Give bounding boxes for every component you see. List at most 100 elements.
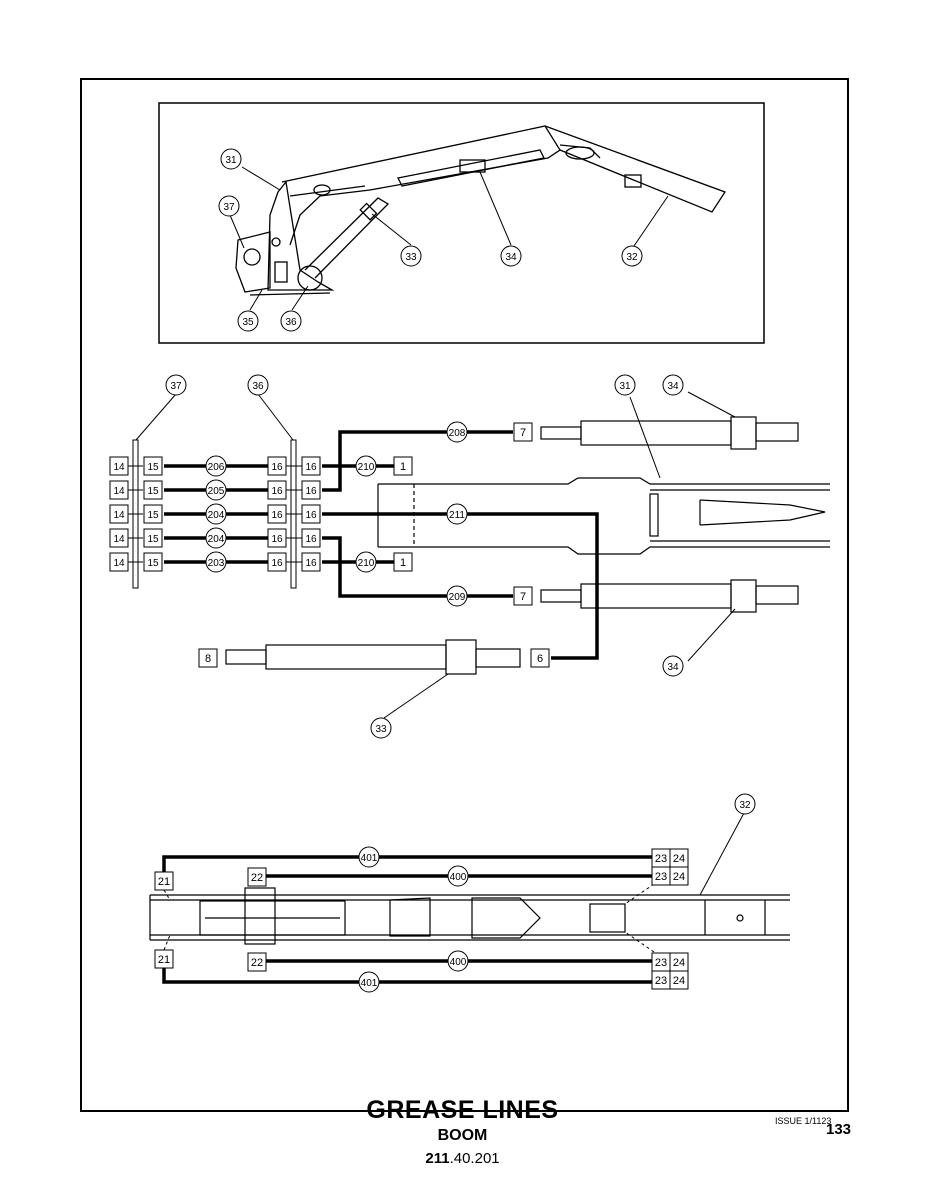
callout-34: 34: [500, 245, 522, 267]
box-connectors: [128, 465, 302, 563]
fitting-16-row1: 16: [267, 456, 287, 476]
svg-text:203: 203: [208, 558, 225, 569]
hose-204-row3: 204: [205, 503, 227, 525]
svg-text:34: 34: [505, 252, 517, 263]
svg-text:16: 16: [271, 558, 283, 569]
svg-text:15: 15: [147, 558, 159, 569]
callout-34-upper: 34: [662, 374, 684, 396]
fitting-1-lower: 1: [393, 552, 413, 572]
fitting-16-row3: 16: [301, 504, 321, 524]
overview-inset: 31 37 33 34 32 35 36: [158, 102, 765, 344]
page-frame: [80, 78, 849, 1112]
diagram-title: GREASE LINES: [366, 1096, 559, 1124]
fitting-23-row2: 23: [651, 866, 671, 886]
svg-text:8: 8: [205, 653, 211, 665]
svg-text:16: 16: [305, 486, 317, 497]
svg-text:7: 7: [520, 591, 526, 603]
svg-text:209: 209: [449, 592, 466, 603]
overview-frame: [158, 102, 765, 344]
cylinder-lower: [540, 579, 799, 613]
extension-boom-section: 401 400 400 401 21 22 21 22 23 24 23 24 …: [149, 793, 790, 993]
hose-208: 208: [446, 421, 468, 443]
svg-text:205: 205: [208, 486, 225, 497]
extension-hose-labels: 401 400 400 401: [358, 846, 469, 993]
leader-34-upper: [687, 391, 736, 418]
fitting-24-row1: 24: [669, 848, 689, 868]
schematic-callouts: 37 36 31 34 34 33: [165, 374, 684, 739]
hose-labels: 208 210 211 210 209: [355, 421, 468, 607]
hose-400-lower: 400: [447, 950, 469, 972]
callout-32: 32: [621, 245, 643, 267]
fitting-16-row1: 16: [301, 456, 321, 476]
leader-32: [699, 812, 745, 896]
leader-36: [257, 393, 294, 441]
cylinder-upper: [540, 416, 799, 450]
section-number-rest: .40.201: [449, 1150, 500, 1167]
svg-text:204: 204: [208, 534, 225, 545]
fitting-14-row1: 14: [109, 456, 129, 476]
fitting-1-upper: 1: [393, 456, 413, 476]
fitting-7-lower: 7: [513, 586, 533, 606]
svg-text:31: 31: [619, 381, 631, 392]
svg-text:14: 14: [113, 486, 125, 497]
fitting-7-upper: 7: [513, 422, 533, 442]
hose-203-row5: 203: [205, 551, 227, 573]
svg-text:401: 401: [361, 853, 378, 864]
leader-31: [629, 396, 661, 479]
svg-text:211: 211: [449, 510, 465, 521]
svg-text:14: 14: [113, 510, 125, 521]
fitting-15-row3: 15: [143, 504, 163, 524]
boom-illustration: [235, 125, 726, 296]
svg-text:33: 33: [405, 252, 417, 263]
fitting-24-row4: 24: [669, 970, 689, 990]
svg-text:24: 24: [673, 957, 685, 969]
section-number: 211.40.201: [0, 1150, 925, 1167]
hose-204-row4: 204: [205, 527, 227, 549]
fitting-14-row4: 14: [109, 528, 129, 548]
fitting-23-row1: 23: [651, 848, 671, 868]
extension-dashed-leaders: [163, 883, 655, 953]
svg-text:24: 24: [673, 975, 685, 987]
hose-400-upper: 400: [447, 865, 469, 887]
svg-text:34: 34: [667, 662, 679, 673]
svg-text:15: 15: [147, 534, 159, 545]
fitting-22-upper: 22: [247, 867, 267, 887]
svg-text:21: 21: [158, 876, 170, 888]
fitting-21-lower: 21: [154, 949, 174, 969]
fitting-15-row2: 15: [143, 480, 163, 500]
fitting-16-row5: 16: [267, 552, 287, 572]
fitting-14-row5: 14: [109, 552, 129, 572]
svg-text:400: 400: [450, 872, 467, 883]
callout-33: 33: [370, 717, 392, 739]
svg-text:31: 31: [225, 155, 237, 166]
fitting-23-row3: 23: [651, 952, 671, 972]
svg-text:16: 16: [271, 510, 283, 521]
svg-text:15: 15: [147, 510, 159, 521]
overview-callouts: 31 37 33 34 32 35 36: [218, 148, 643, 332]
svg-text:16: 16: [271, 462, 283, 473]
svg-text:6: 6: [537, 653, 543, 665]
svg-text:35: 35: [242, 317, 254, 328]
svg-text:400: 400: [450, 957, 467, 968]
grease-lines: [164, 430, 599, 660]
svg-text:16: 16: [305, 558, 317, 569]
svg-text:14: 14: [113, 558, 125, 569]
callout-34-lower: 34: [662, 655, 684, 677]
hose-401-lower: 401: [358, 971, 380, 993]
fitting-24-row2: 24: [669, 866, 689, 886]
schematic-fittings: 7 1 1 7 8 6: [198, 422, 550, 668]
fitting-16-row5: 16: [301, 552, 321, 572]
svg-text:23: 23: [655, 871, 667, 883]
extension-grease-lines: [162, 855, 654, 984]
svg-text:32: 32: [626, 252, 638, 263]
leader-33: [383, 673, 449, 719]
svg-text:37: 37: [223, 202, 235, 213]
section-number-bold: 211: [425, 1150, 450, 1167]
fitting-16-row2: 16: [301, 480, 321, 500]
svg-text:32: 32: [739, 800, 751, 811]
callout-33: 33: [400, 245, 422, 267]
svg-text:7: 7: [520, 427, 526, 439]
svg-text:36: 36: [285, 317, 297, 328]
extension-fittings: 21 22 21 22 23 24 23 24 23 24 23 24: [154, 848, 689, 990]
